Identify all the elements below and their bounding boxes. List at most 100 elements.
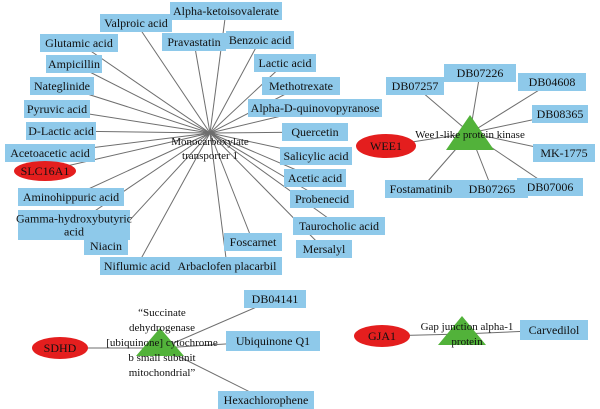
drug-node-pravastatin[interactable]: Pravastatin (162, 33, 226, 51)
drug-node-niflumic-acid[interactable]: Niflumic acid (100, 257, 174, 275)
drug-box (282, 123, 348, 141)
target-triangle-wee1[interactable] (446, 115, 494, 150)
drug-label: Alpha-D-quinovopyranose (251, 101, 380, 115)
drug-node-carvedilol[interactable]: Carvedilol (520, 320, 588, 340)
drug-label: Taurocholic acid (299, 219, 379, 233)
drug-node-niacin[interactable]: Niacin (84, 237, 128, 255)
drug-node-db08365[interactable]: DB08365 (532, 105, 588, 123)
drug-box (30, 77, 94, 95)
drug-label: DB04608 (529, 75, 576, 89)
drug-node-db07265[interactable]: DB07265 (456, 180, 528, 198)
drug-label: Quercetin (291, 125, 338, 139)
drug-box (444, 64, 516, 82)
drug-label: Foscarnet (230, 235, 277, 249)
drug-node-glutamic-acid[interactable]: Glutamic acid (40, 34, 118, 52)
drug-box (520, 320, 588, 340)
target-label-mct1: Monocarboxylate transporter 1 (171, 136, 249, 162)
gene-node-sdhd[interactable]: SDHD (32, 337, 88, 359)
drug-box (290, 190, 354, 208)
drug-box (172, 257, 282, 275)
gene-label: SDHD (44, 341, 77, 355)
drug-node-quercetin[interactable]: Quercetin (282, 123, 348, 141)
drug-node-pyruvic-acid[interactable]: Pyruvic acid (24, 100, 90, 118)
drug-label: D-Lactic acid (28, 124, 94, 138)
drug-node-db04608[interactable]: DB04608 (518, 73, 586, 91)
drug-node-d-lactic-acid[interactable]: D-Lactic acid (26, 122, 96, 140)
drug-label: Benzoic acid (229, 33, 291, 47)
drug-label: Ampicillin (48, 57, 100, 71)
gene-node-gja1[interactable]: GJA1 (354, 325, 410, 347)
drug-node-taurocholic-acid[interactable]: Taurocholic acid (293, 217, 385, 235)
drug-node-valproic-acid[interactable]: Valproic acid (100, 14, 172, 32)
drug-label: DB07006 (527, 180, 574, 194)
drug-node-acetic-acid[interactable]: Acetic acid (284, 169, 346, 187)
target-label-line: Monocarboxylate (171, 136, 249, 148)
drug-box (100, 14, 172, 32)
gene-ellipse (354, 325, 410, 347)
target-label-line: “Succinate (138, 307, 186, 319)
drug-label: Mersalyl (303, 242, 346, 256)
gene-ellipse (14, 161, 76, 181)
drug-label: Niacin (90, 239, 122, 253)
drug-box (248, 99, 382, 117)
drug-node-foscarnet[interactable]: Foscarnet (224, 233, 282, 251)
target-label-line: dehydrogenase (129, 322, 195, 334)
edge-mct1-drug-5 (73, 63, 211, 134)
drug-node-acetoacetic-acid[interactable]: Acetoacetic acid (5, 144, 95, 162)
drug-node-alpha-ketoisovalerate[interactable]: Alpha-ketoisovalerate (170, 2, 282, 20)
drug-node-ampicillin[interactable]: Ampicillin (46, 55, 102, 73)
drug-box (24, 100, 90, 118)
drug-label: Salicylic acid (284, 149, 349, 163)
drug-label: Aminohippuric acid (23, 190, 119, 204)
drug-label: Arbaclofen placarbil (178, 259, 278, 273)
drug-node-mk-1775[interactable]: MK-1775 (533, 144, 595, 162)
drug-label: Gamma-hydroxybutyric (16, 212, 132, 226)
drug-box (162, 33, 226, 51)
drug-label: Acetic acid (288, 171, 342, 185)
gene-node-wee1[interactable]: WEE1 (356, 134, 416, 158)
drug-node-nateglinide[interactable]: Nateglinide (30, 77, 94, 95)
drug-node-db07006[interactable]: DB07006 (517, 178, 583, 196)
drug-label: DB07265 (469, 182, 516, 196)
drug-label: DB04141 (252, 292, 299, 306)
drug-node-ubiquinone-q1[interactable]: Ubiquinone Q1 (226, 331, 320, 351)
drug-node-db04141[interactable]: DB04141 (244, 290, 306, 308)
drug-node-db07226[interactable]: DB07226 (444, 64, 516, 82)
drug-box (18, 210, 130, 240)
drug-label: Carvedilol (529, 323, 580, 337)
drug-label: Alpha-ketoisovalerate (173, 4, 279, 18)
drug-box (456, 180, 528, 198)
drug-node-lactic-acid[interactable]: Lactic acid (254, 54, 316, 72)
edge-mct1-drug-17 (209, 132, 323, 200)
drug-node-db07257[interactable]: DB07257 (386, 77, 444, 95)
drug-node-aminohippuric-acid[interactable]: Aminohippuric acid (18, 188, 124, 206)
target-label-line: b small subunit (128, 352, 195, 364)
gene-label: SLC16A1 (21, 164, 70, 178)
drug-label: Lactic acid (259, 56, 312, 70)
drug-node-hexachlorophene[interactable]: Hexachlorophene (218, 391, 314, 409)
target-label-line: transporter 1 (182, 150, 238, 162)
target-triangle-sdhd[interactable] (136, 328, 184, 356)
drug-box (218, 391, 314, 409)
drug-label: Acetoacetic acid (10, 146, 90, 160)
target-triangle-gja1[interactable] (438, 316, 486, 345)
drug-box (517, 178, 583, 196)
drug-node-methotrexate[interactable]: Methotrexate (262, 77, 340, 95)
drug-node-alpha-d-quinovopyranose[interactable]: Alpha-D-quinovopyranose (248, 99, 382, 117)
gene-ellipse (356, 134, 416, 158)
drug-node-arbaclofen-placarbil[interactable]: Arbaclofen placarbil (172, 257, 282, 275)
drug-node-mersalyl[interactable]: Mersalyl (296, 240, 352, 258)
drug-node-salicylic-acid[interactable]: Salicylic acid (280, 147, 352, 165)
drug-box (254, 54, 316, 72)
drug-box (296, 240, 352, 258)
drug-box (46, 55, 102, 73)
gene-node-slc16a1[interactable]: SLC16A1 (14, 161, 76, 181)
drug-node-fostamatinib[interactable]: Fostamatinib (385, 180, 457, 198)
drug-box (386, 77, 444, 95)
target-label-line: protein (451, 336, 483, 348)
drug-node-benzoic-acid[interactable]: Benzoic acid (226, 31, 294, 49)
drug-node-probenecid[interactable]: Probenecid (290, 190, 354, 208)
